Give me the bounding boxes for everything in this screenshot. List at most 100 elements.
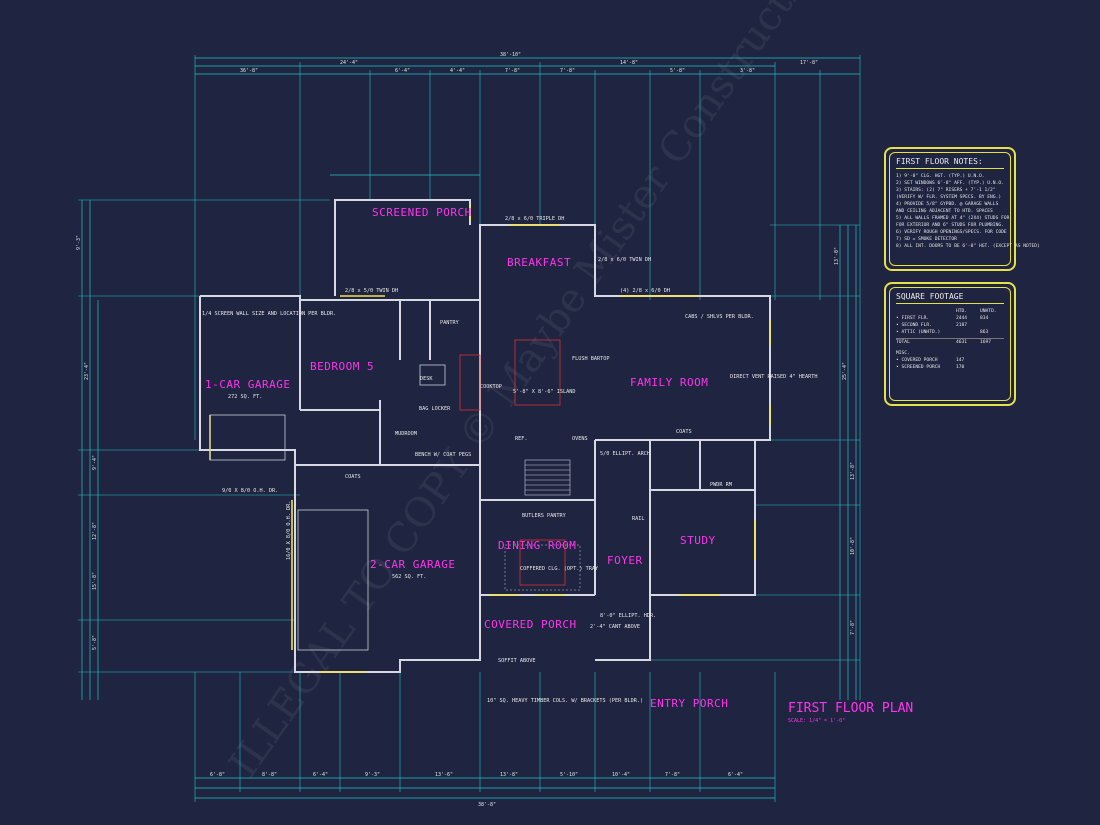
dim-right-2: 25'-4" bbox=[842, 362, 848, 380]
dim-left-2: 23'-4" bbox=[84, 362, 90, 380]
dim-left-3: 9'-4" bbox=[92, 455, 98, 470]
dim-top-2: 14'-8" bbox=[620, 60, 638, 66]
dim-top-10: 3'-8" bbox=[740, 68, 755, 74]
label-gas-fp: DIRECT VENT RAISED 4" HEARTH bbox=[730, 374, 817, 380]
dim-left-6: 5'-8" bbox=[92, 635, 98, 650]
dim-top-4: 36'-8" bbox=[240, 68, 258, 74]
room-garage2: 2-CAR GARAGE bbox=[370, 558, 455, 571]
note-line: 6) VERIFY ROUGH OPENINGS/SPECS. FOR CODE bbox=[896, 230, 1007, 235]
room-study: STUDY bbox=[680, 534, 716, 547]
dim-top-8: 7'-8" bbox=[560, 68, 575, 74]
sqft-col-htd: HTD. bbox=[956, 309, 968, 314]
room-covered-porch: COVERED PORCH bbox=[484, 618, 577, 631]
label-soffit: SOFFIT ABOVE bbox=[498, 658, 535, 664]
note-line: AND CEILING ADJACENT TO HTD. SPACES bbox=[896, 209, 993, 214]
note-line: (VERIFY W/ FLR. SYSTEM SPECS. BY ENG.) bbox=[896, 195, 1002, 200]
dim-left-4: 12'-8" bbox=[92, 522, 98, 540]
dim-bot-9: 7'-8" bbox=[665, 772, 680, 778]
label-rail: RAIL bbox=[632, 516, 645, 522]
garage1-sqft: 272 SQ. FT. bbox=[228, 394, 262, 400]
plan-notes: PANTRY MUDROOM COATS COATS DESK BAG LOCK… bbox=[202, 216, 817, 704]
bottom-dimensions: 6'-8" 8'-8" 6'-4" 9'-3" 13'-6" 13'-8" 5'… bbox=[194, 672, 776, 808]
label-triple-dh: 2/8 x 6/0 TRIPLE DH bbox=[505, 216, 564, 222]
note-line: 4) PROVIDE 5/8" GYPBD. @ GARAGE WALLS bbox=[896, 202, 999, 207]
label-screen-wall: 1/4 SCREEN WALL SIZE AND LOCATION PER BL… bbox=[202, 311, 336, 317]
room-screened-porch: SCREENED PORCH bbox=[372, 206, 472, 219]
dim-top-9: 5'-8" bbox=[670, 68, 685, 74]
label-bench: BENCH W/ COAT PEGS bbox=[415, 452, 471, 458]
room-family-room: FAMILY ROOM bbox=[630, 376, 708, 389]
dim-top-total: 38'-10" bbox=[500, 52, 521, 58]
dim-bot-2: 8'-8" bbox=[262, 772, 277, 778]
room-labels: SCREENED PORCH BREAKFAST BEDROOM 5 1-CAR… bbox=[205, 206, 728, 710]
dim-right-3: 13'-8" bbox=[850, 462, 856, 480]
top-dimensions: 38'-10" 24'-4" 14'-8" 17'-8" 36'-8" 6'-4… bbox=[194, 52, 861, 700]
label-pantry: PANTRY bbox=[440, 320, 460, 326]
label-desk: DESK bbox=[420, 376, 433, 382]
garage-doors bbox=[209, 414, 369, 651]
dim-bot-8: 10'-4" bbox=[612, 772, 630, 778]
notes-title: FIRST FLOOR NOTES: bbox=[896, 157, 1004, 169]
label-ellipt-hdr: 8'-0" ELLIPT. HDR. bbox=[600, 613, 656, 619]
square-footage-panel: SQUARE FOOTAGE HTD. UNHTD. • FIRST FLR.24… bbox=[884, 282, 1016, 406]
note-line: 8) ALL INT. DOORS TO BE 6'-8" HGT. (EXCE… bbox=[896, 244, 1040, 249]
dim-right-1: 13'-0" bbox=[834, 247, 840, 265]
notes-list: 1) 9'-0" CLG. HGT. (TYP.) U.N.O. 2) SET … bbox=[896, 173, 1040, 250]
dim-bot-7: 5'-10" bbox=[560, 772, 578, 778]
label-coffered: COFFERED CLG. (OPT.) TRAY bbox=[520, 566, 599, 572]
note-line: 2) SET WINDOWS 6'-8" AFF. (TYP.) U.N.O. bbox=[896, 181, 1004, 186]
note-line: 1) 9'-0" CLG. HGT. (TYP.) U.N.O. bbox=[896, 174, 985, 179]
first-floor-notes-panel: FIRST FLOOR NOTES: 1) 9'-0" CLG. HGT. (T… bbox=[884, 147, 1040, 271]
sqft-col-unhtd: UNHTD. bbox=[980, 309, 997, 314]
label-cant-above: 2'-4" CANT ABOVE bbox=[590, 624, 640, 630]
label-ovens: OVENS bbox=[572, 436, 588, 442]
dim-bot-total: 38'-8" bbox=[478, 802, 496, 808]
note-line: 7) SD = SMOKE DETECTOR bbox=[896, 237, 957, 242]
label-cabs: CABS / SHLVS PER BLDR. bbox=[685, 314, 754, 320]
sqft-row: • SECOND FLR.2187 bbox=[896, 323, 968, 328]
plan-scale: SCALE: 1/4" = 1'-0" bbox=[788, 718, 845, 724]
dim-left-1: 9'-3" bbox=[76, 235, 82, 250]
garage2-sqft: 562 SQ. FT. bbox=[392, 574, 426, 580]
label-coats-2: COATS bbox=[676, 429, 692, 435]
kitchen-detail bbox=[419, 339, 581, 591]
label-mudroom: MUDROOM bbox=[395, 431, 417, 437]
room-foyer: FOYER bbox=[607, 554, 643, 567]
note-line: 5) ALL WALLS FRAMED AT 4" (2X4) STUDS FO… bbox=[896, 216, 1010, 221]
dim-bot-4: 9'-3" bbox=[365, 772, 380, 778]
label-coats-1: COATS bbox=[345, 474, 361, 480]
label-twin-dh-1: 2/8 x 6/0 TWIN DH bbox=[598, 257, 651, 263]
dim-left-5: 15'-8" bbox=[92, 572, 98, 590]
label-twin-dh-2: 2/8 x 5/0 TWIN DH bbox=[345, 288, 398, 294]
dim-bot-6: 13'-8" bbox=[500, 772, 518, 778]
label-butlers: BUTLERS PANTRY bbox=[522, 513, 567, 519]
label-cooktop: COOKTOP bbox=[480, 384, 502, 390]
label-garage-door-2: 16/0 X 8/0 O.H. DR. bbox=[286, 501, 292, 560]
side-dimensions: 9'-3" 23'-4" 9'-4" 12'-8" 15'-8" 5'-8" 1… bbox=[76, 199, 860, 700]
label-four-dh: (4) 2/8 x 6/0 DH bbox=[620, 288, 670, 294]
sqft-header-row: HTD. UNHTD. bbox=[896, 308, 1004, 315]
dim-bot-5: 13'-6" bbox=[435, 772, 453, 778]
label-pwdr: PWDR RM bbox=[710, 482, 732, 488]
dim-bot-10: 6'-4" bbox=[728, 772, 743, 778]
label-garage-door-1: 9/0 X 8/0 O.H. DR. bbox=[222, 488, 278, 494]
dim-top-3: 17'-8" bbox=[800, 60, 818, 66]
label-bag-locker: BAG LOCKER bbox=[419, 406, 451, 412]
dim-top-1: 24'-4" bbox=[340, 60, 358, 66]
room-dining: DINING ROOM bbox=[498, 539, 576, 552]
room-entry-porch: ENTRY PORCH bbox=[650, 697, 728, 710]
label-columns: 10" SQ. HEAVY TIMBER COLS. W/ BRACKETS (… bbox=[487, 698, 643, 704]
room-garage1: 1-CAR GARAGE bbox=[205, 378, 290, 391]
dim-right-5: 7'-8" bbox=[850, 620, 856, 635]
dim-top-7: 7'-8" bbox=[505, 68, 520, 74]
sqft-title: SQUARE FOOTAGE bbox=[896, 292, 1004, 304]
dim-right-4: 10'-8" bbox=[850, 537, 856, 555]
label-ellipt-arch: 5/0 ELLIPT. ARCH bbox=[600, 451, 650, 457]
dim-top-6: 4'-4" bbox=[450, 68, 465, 74]
label-bartop: FLUSH BARTOP bbox=[572, 356, 609, 362]
